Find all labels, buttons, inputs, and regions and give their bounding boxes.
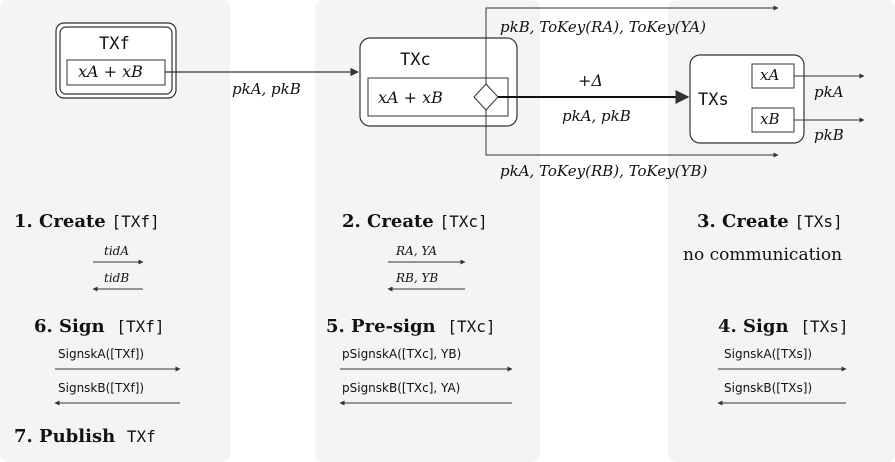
txs-output-b-box xyxy=(751,107,795,133)
txs-output-a-label: xA xyxy=(760,66,780,84)
txf-output-box xyxy=(66,59,166,86)
step-2-heading: 2. Create [TXc] xyxy=(342,213,488,231)
step-3-label: 3. Create xyxy=(697,211,789,232)
txc-label: TXc xyxy=(400,50,431,70)
step-5-msg-left: pSignskB([TXc], YA) xyxy=(342,381,461,395)
edge-txc-top xyxy=(485,5,779,84)
edge-txc-bottom xyxy=(485,110,779,158)
edge-label-txs-out-a: pkA xyxy=(814,83,844,101)
txf-inner-box xyxy=(59,26,173,95)
step-6-label: 6. Sign xyxy=(34,316,105,337)
step-1-msg-left: tidB xyxy=(104,271,130,285)
step-1-label: 1. Create xyxy=(14,211,106,232)
step-7-heading: 7. Publish TXf xyxy=(14,428,156,446)
step-6-arg: [TXf] xyxy=(116,317,165,336)
step-7-arg: TXf xyxy=(126,427,156,446)
edge-label-txf-txc: pkA, pkB xyxy=(232,80,301,98)
edge-label-txc-delta: +Δ xyxy=(578,71,603,90)
step-7-label: 7. Publish xyxy=(14,426,116,447)
step-2-msg-right: RA, YA xyxy=(396,244,437,258)
step-5-label: 5. Pre-sign xyxy=(326,316,436,337)
txc-output-label: xA + xB xyxy=(378,88,443,107)
step-6-heading: 6. Sign [TXf] xyxy=(34,318,164,336)
step-3-arg: [TXs] xyxy=(794,212,843,231)
edge-label-txc-bottom: pkA, ToKey(RB), ToKey(YB) xyxy=(500,162,708,180)
txs-output-a-box xyxy=(751,63,795,89)
step-4-msg-left: SignskB([TXs]) xyxy=(724,381,813,395)
step-2-arg: [TXc] xyxy=(439,212,488,231)
step-1-heading: 1. Create [TXf] xyxy=(14,213,160,231)
step-2-label: 2. Create xyxy=(342,211,434,232)
edge-label-txc-txs: pkA, pkB xyxy=(562,107,631,125)
step-6-msg-right: SignskA([TXf]) xyxy=(58,347,145,361)
txf-label: TXf xyxy=(99,34,130,54)
txf-output-label: xA + xB xyxy=(78,62,143,81)
step-2-msg-left: RB, YB xyxy=(396,271,439,285)
step-4-heading: 4. Sign [TXs] xyxy=(718,318,848,336)
step-5-msg-right: pSignskA([TXc], YB) xyxy=(342,347,462,361)
txs-label: TXs xyxy=(698,90,729,110)
step-5-heading: 5. Pre-sign [TXc] xyxy=(326,318,496,336)
step-4-label: 4. Sign xyxy=(718,316,789,337)
step-3-heading: 3. Create [TXs] xyxy=(697,213,843,231)
txs-output-b-label: xB xyxy=(760,110,780,128)
step-1-arg: [TXf] xyxy=(111,212,160,231)
step-3-note: no communication xyxy=(683,245,843,265)
step-5-arg: [TXc] xyxy=(447,317,496,336)
edge-label-txc-top: pkB, ToKey(RA), ToKey(YA) xyxy=(500,18,706,36)
step-6-msg-left: SignskB([TXf]) xyxy=(58,381,145,395)
step-4-msg-right: SignskA([TXs]) xyxy=(724,347,813,361)
edge-label-txs-out-b: pkB xyxy=(814,126,844,144)
step-4-arg: [TXs] xyxy=(800,317,849,336)
step-1-msg-right: tidA xyxy=(104,244,130,258)
